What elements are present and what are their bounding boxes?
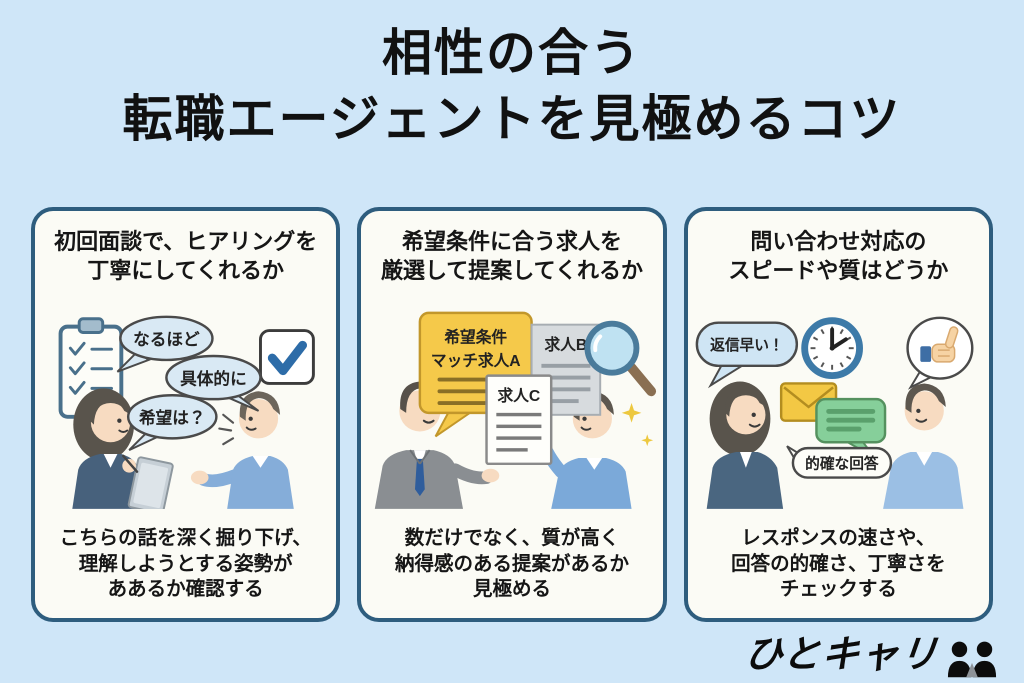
people-icon [947,641,997,678]
tips-card-row: 初回面談で、ヒアリングを 丁寧にしてくれるか [31,207,993,622]
agent-person [374,381,500,510]
proposal-bubble-text: マッチ求人A [431,351,521,370]
card-footer: こちらの話を深く掘り下げ、 理解しようとする姿勢が ああるか確認する [56,526,316,618]
card-heading-line: スピードや質はどうか [728,257,949,283]
speech-bubble-kibou: 希望は？ [126,394,218,452]
checkbox-icon [258,329,315,386]
card-heading-line: 丁寧にしてくれるか [87,257,284,283]
card-heading-line: 希望条件に合う求人を [401,229,622,254]
card-heading: 初回面談で、ヒアリングを 丁寧にしてくれるか [50,211,321,287]
thumbs-up-icon [906,317,974,391]
speech-bubble-naruhodo: なるほど [116,316,214,374]
page-title: 相性の合う 転職エージェントを見極めるコツ [0,0,1024,152]
card-heading-line: 初回面談で、ヒアリングを [54,229,318,254]
card-heading-line: 問い合わせ対応の [750,229,927,254]
response-illustration: 返信早い！ [688,287,989,526]
brand-logo: ひとキャリ [742,623,998,678]
brand-wordmark: ひとキャリ [742,634,941,676]
card-footer: 数だけでなく、質が高く 納得感のある提案があるか 見極める [391,526,633,618]
card-heading: 希望条件に合う求人を 厳選して提案してくれるか [377,211,647,287]
card-heading: 問い合わせ対応の スピードや質はどうか [724,211,952,287]
proposal-bubble-text: 希望条件 [444,328,507,347]
speech-bubble-gutaiteki: 具体的に [164,355,262,413]
job-doc-c: 求人C [485,374,553,466]
page-title-line1: 相性の合う [382,25,642,81]
candidate-person [190,391,294,510]
card-first-interview: 初回面談で、ヒアリングを 丁寧にしてくれるか [31,207,341,622]
speech-bubble-text: なるほど [133,331,200,350]
speech-bubble-reply: 返信早い！ [695,321,799,389]
card-footer-line: レスポンスの速さや、 [741,526,936,549]
candidate-person [883,383,964,510]
speech-bubble-text: 具体的に [180,369,247,389]
response-illustration-svg: 返信早い！ [695,317,974,510]
proposal-illustration-svg: 希望条件 マッチ求人A 求人B [374,312,657,510]
card-footer-line: 納得感のある提案があるか [394,552,629,575]
card-footer-line: ああるか確認する [107,578,264,601]
proposal-illustration: 希望条件 マッチ求人A 求人B [361,287,662,526]
card-footer: レスポンスの速さや、 回答の的確さ、丁寧さを チェックする [727,526,950,618]
clock-icon [801,317,864,380]
interview-illustration: なるほど 具体的に 希望は？ [35,287,336,526]
speech-bubble-answer: 的確な回答 [786,445,893,480]
card-response-quality: 問い合わせ対応の スピードや質はどうか [683,207,993,622]
card-footer-line: 理解しようとする姿勢が [78,552,293,575]
job-doc-label: 求人B [545,336,588,355]
card-footer-line: こちらの話を深く掘り下げ、 [59,526,312,549]
agent-person [71,388,174,510]
page-title-line2: 転職エージェントを見極めるコツ [122,91,902,147]
magnifier-icon [584,321,657,397]
card-job-proposals: 希望条件に合う求人を 厳選して提案してくれるか [357,207,667,622]
speech-bubble-text: 的確な回答 [806,455,880,473]
card-heading-line: 厳選して提案してくれるか [380,257,643,283]
job-doc-label: 求人C [498,387,541,406]
card-footer-line: 回答の的確さ、丁寧さを [731,552,946,575]
necktie [414,459,425,497]
pen-icon [121,455,138,474]
interview-illustration-svg: なるほど 具体的に 希望は？ [58,316,315,510]
tablet-icon [127,456,174,510]
card-footer-line: 数だけでなく、質が高く [404,526,620,549]
card-footer-line: 見極める [472,578,551,601]
speech-bubble-text: 希望は？ [139,408,206,428]
speech-bubble-text: 返信早い！ [710,337,783,355]
card-footer-line: チェックする [779,578,897,601]
agent-person [706,381,784,510]
sparkle-icon [621,403,654,447]
